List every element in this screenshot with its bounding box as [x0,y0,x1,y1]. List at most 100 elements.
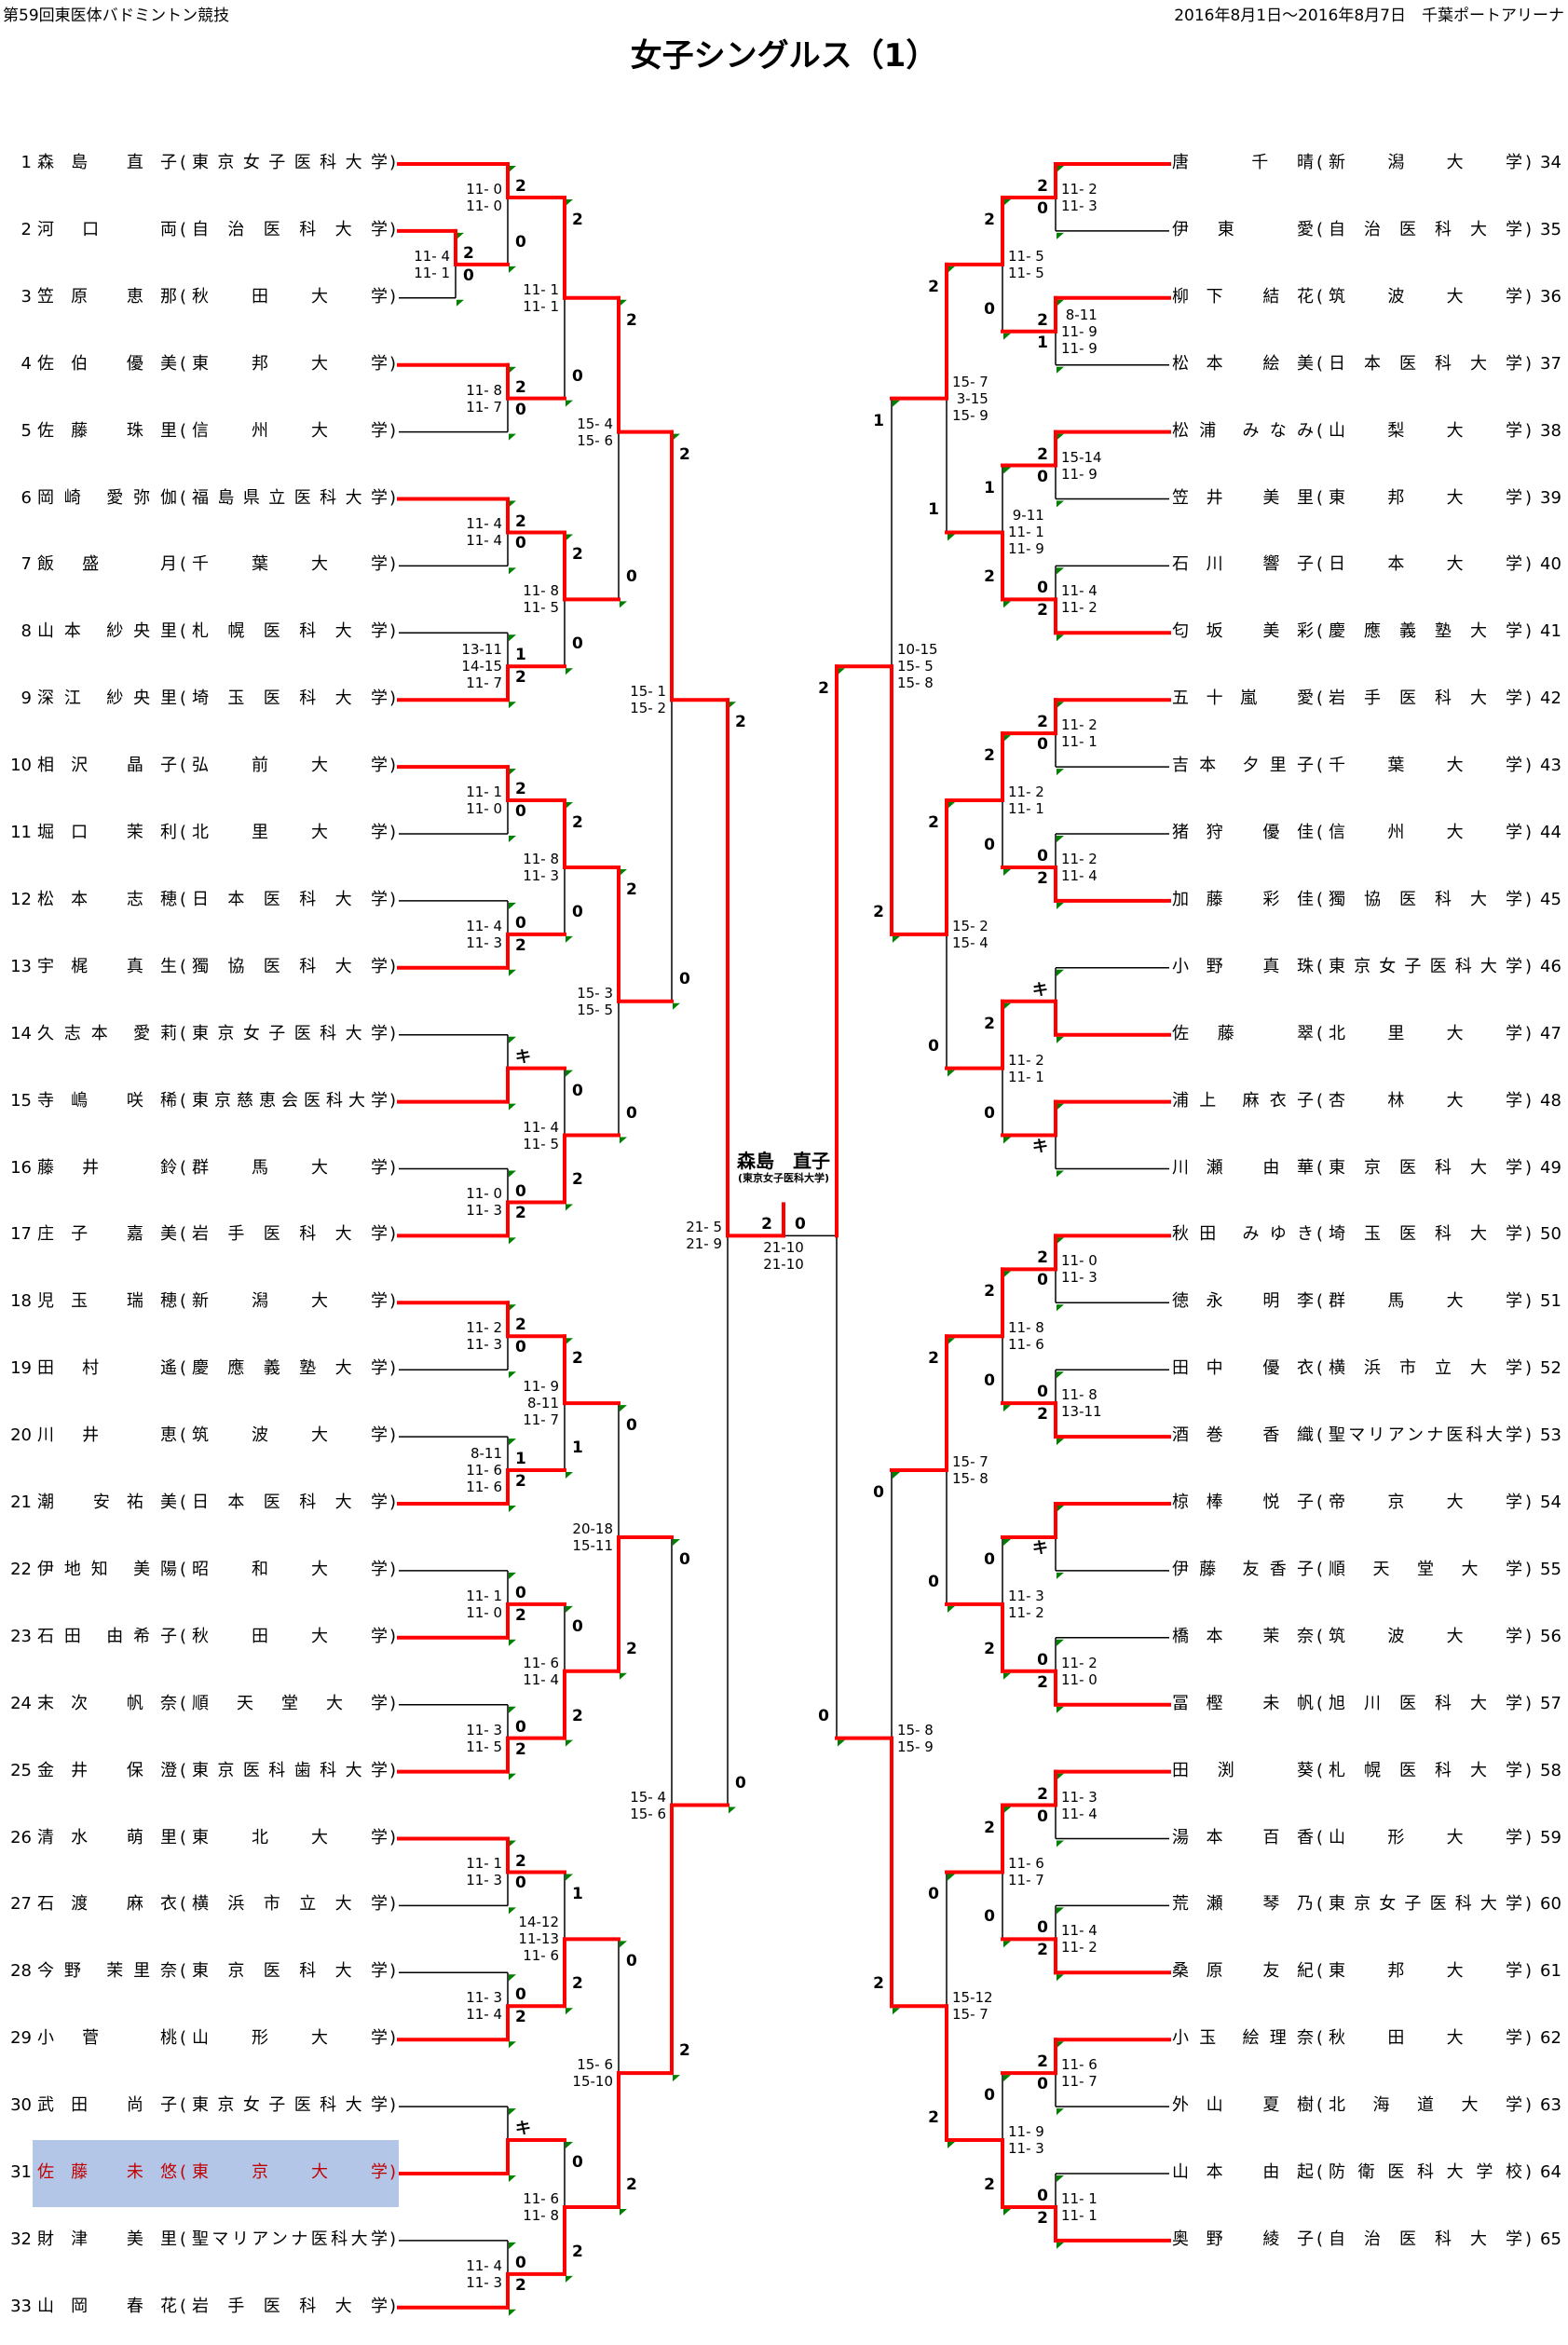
game-count: 2 [515,935,526,955]
paren-open: ( [180,2028,187,2049]
champion-name: 森島 直子 [737,1150,830,1173]
player-name: 浦上 麻衣子 [1172,1090,1314,1111]
result-marker-icon [948,1338,955,1345]
game-count: 2 [1037,444,1048,464]
game-count: 2 [572,545,583,565]
game-count: 1 [572,1438,583,1458]
player-university: 聖マリアンナ医科大学 [1329,1425,1522,1446]
game-score: 10-15 [897,641,938,659]
paren-open: ( [1316,1626,1324,1646]
game-count: 2 [818,679,829,699]
game-score: 11- 4 [466,532,502,550]
result-marker-icon [1057,1773,1064,1780]
player-number: 1 [20,153,32,172]
result-marker-icon [509,1371,516,1379]
player-name: 堀口 茉利 [37,823,177,842]
result-marker-icon [1057,702,1064,709]
player-name: 湯本 百香 [1172,1827,1314,1847]
game-score: 11- 4 [466,2006,502,2024]
result-marker-icon [566,1338,573,1345]
player-number: 20 [10,1425,32,1446]
game-score: 21-10 [763,1239,804,1257]
player-university: 山形大学 [1329,1827,1522,1847]
result-marker-icon [509,2108,516,2116]
result-marker-icon [1057,232,1064,239]
player-number: 49 [1540,1157,1561,1178]
game-count: 2 [572,813,583,833]
paren-close: ) [1525,956,1533,976]
game-score: 15- 7 [952,373,989,390]
player-number: 51 [1540,1291,1561,1312]
paren-close: ) [389,621,397,642]
player-number: 42 [1540,689,1561,709]
player-row: 加藤 彩佳(獨協医科大学)45 [1169,889,1568,911]
game-count: キ [1032,980,1048,1000]
game-score: 21-10 [763,1256,804,1274]
player-university: 埼玉医科大学 [192,689,388,709]
player-university: 東邦大学 [1329,487,1522,508]
result-marker-icon [673,433,680,441]
player-university: 信州大学 [1329,823,1522,842]
paren-open: ( [1316,153,1324,172]
result-marker-icon [948,534,955,541]
game-score: 11- 1 [466,784,502,801]
game-count: 2 [984,210,995,229]
player-university: 群馬大学 [192,1157,388,1178]
game-score: 11- 3 [466,1989,502,2007]
player-number: 38 [1540,420,1561,441]
paren-close: ) [1525,554,1533,575]
player-name: 小野 真珠 [1172,956,1314,976]
player-number: 13 [10,956,32,976]
result-marker-icon [893,400,900,407]
game-count: 2 [873,902,884,921]
result-marker-icon [1057,2175,1064,2182]
paren-close: ) [389,1559,397,1579]
result-marker-icon [566,1739,573,1747]
page-title: 女子シングルス（1） [630,37,938,75]
player-university: 秋田大学 [1329,2028,1522,2049]
game-count: 2 [515,177,526,196]
game-count: キ [1032,1137,1048,1156]
game-score: 11- 3 [466,1202,502,1220]
game-score: 11- 0 [466,1185,502,1203]
game-count: 0 [1037,467,1048,486]
player-number: 14 [10,1023,32,1043]
game-score: 11- 7 [466,398,502,416]
game-count: 1 [515,1450,526,1469]
game-count: 2 [515,1472,526,1491]
game-count: 0 [928,1572,939,1591]
player-name: 唐 千晴 [1172,153,1314,172]
selected-row-highlight [33,2140,399,2207]
paren-open: ( [1316,2028,1324,2049]
result-marker-icon [1057,299,1064,307]
game-count: 0 [984,2086,995,2106]
game-score: 15- 4 [630,1788,666,1806]
player-number: 54 [1540,1493,1561,1512]
game-count: 2 [1037,1405,1048,1425]
player-row: 柳下 結花(筑波大学)36 [1169,286,1568,308]
game-count: 2 [1037,1672,1048,1692]
player-number: 26 [10,1827,32,1847]
player-number: 63 [1540,2095,1561,2116]
game-score: 11- 1 [466,1587,502,1604]
player-number: 50 [1540,1224,1561,1245]
game-score: 11- 3 [466,1336,502,1354]
player-name: 山本 由起 [1172,2162,1314,2182]
paren-close: ) [1525,1626,1533,1646]
player-name: 吉本 夕里子 [1172,756,1314,776]
player-number: 4 [20,353,32,374]
player-name: 伊地知 美陽 [37,1559,177,1579]
player-row: 伊藤 友香子(順天堂大学)55 [1169,1559,1568,1581]
